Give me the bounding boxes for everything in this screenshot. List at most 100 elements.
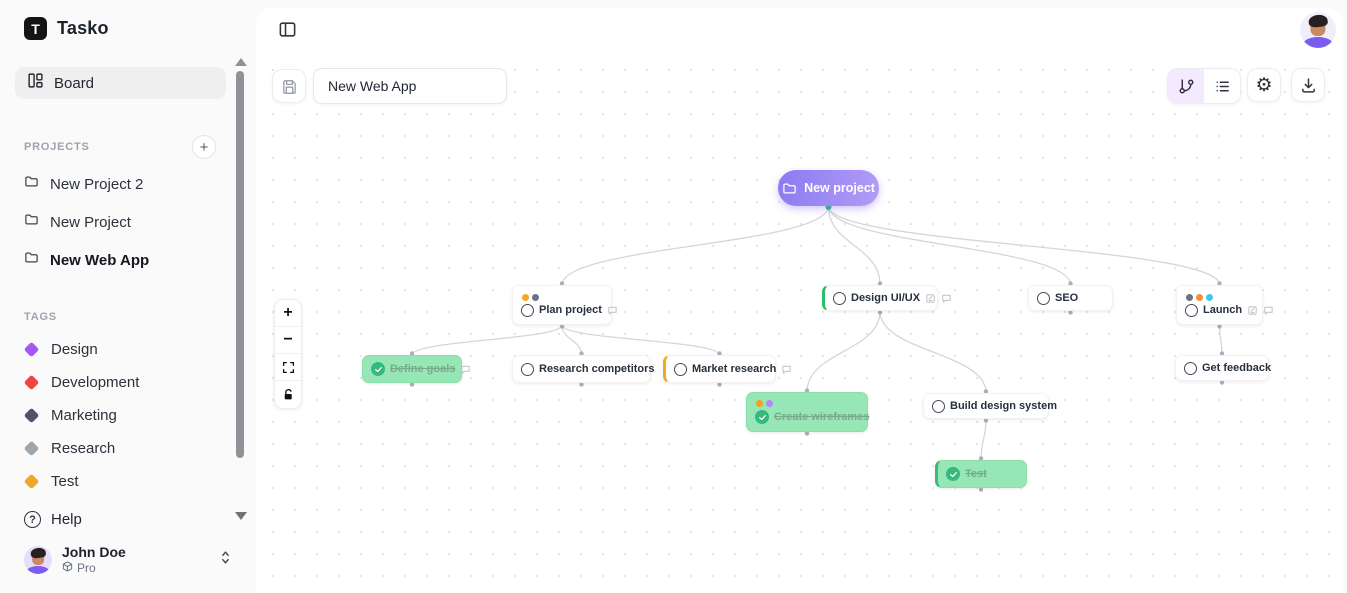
comment-icon[interactable] [460,364,471,375]
scroll-up-arrow[interactable] [235,58,247,66]
tag-dot [766,400,773,407]
node-checkbox[interactable] [1037,291,1050,305]
sidebar-item-board[interactable]: Board [15,67,226,99]
download-button[interactable] [1291,68,1325,102]
flow-node-design[interactable]: Design UI/UX [822,285,951,311]
node-checkbox[interactable] [674,362,687,376]
sidebar-item-tag[interactable]: Development [0,366,256,399]
board-label: Board [54,74,95,92]
comment-icon[interactable] [781,364,792,375]
topbar-avatar[interactable] [1300,11,1336,48]
scroll-thumb[interactable] [236,71,244,458]
zoom-out-button[interactable]: − [275,327,301,354]
zoom-in-button[interactable]: + [275,300,301,327]
node-tag-dots [755,400,859,407]
sidebar-item-help[interactable]: ? Help [24,511,256,528]
node-checkbox[interactable] [833,291,846,305]
add-project-button[interactable]: + [192,135,216,159]
tag-color-diamond [23,440,40,457]
flow-node-launch[interactable]: Launch [1176,285,1273,325]
comment-icon[interactable] [941,293,952,304]
node-label: Define goals [390,363,456,375]
flow-edge [827,205,1221,286]
projects-section-title: PROJECTS [24,141,90,153]
user-name: John Doe [62,544,126,560]
checked-circle-icon[interactable] [946,467,960,481]
sidebar-item-project[interactable]: New Web App [0,241,256,279]
sidebar-item-tag[interactable]: Marketing [0,399,256,432]
flow-node-seo[interactable]: SEO [1028,285,1113,311]
comment-icon[interactable] [607,305,618,316]
flow-node-market[interactable]: Market research [663,355,792,383]
tag-color-diamond [23,374,40,391]
sidebar-toggle-button[interactable] [273,16,301,44]
node-checkbox[interactable] [521,303,534,317]
settings-button[interactable]: ⚙︎ [1247,68,1281,102]
flow-node-goals[interactable]: Define goals [362,355,471,383]
note-icon[interactable] [925,293,936,304]
node-row: Research competitors [521,362,655,376]
node-row: Test [946,467,1018,481]
checked-circle-icon[interactable] [755,410,769,424]
node-checkbox[interactable] [521,362,534,376]
node-tag-dots [1185,293,1254,301]
tag-dot [756,400,763,407]
node-label: New project [804,181,875,195]
zoom-controls: + − [274,299,302,409]
lock-button[interactable] [275,381,301,408]
list-view-button[interactable] [1204,69,1240,103]
node-checkbox[interactable] [932,399,945,413]
tag-dot [532,293,539,301]
fit-view-button[interactable] [275,354,301,381]
node-label: Market research [692,363,777,375]
tags-section-head: TAGS [24,311,216,323]
flow-node-buildsys[interactable]: Build design system [923,393,1057,419]
node-row: Market research [674,362,792,376]
topbar [256,8,1343,51]
node-checkbox[interactable] [1185,303,1198,317]
tag-label: Marketing [51,407,117,424]
sidebar-item-tag[interactable]: Research [0,432,256,465]
sidebar-item-project[interactable]: New Project 2 [0,165,256,203]
folder-icon [24,212,39,232]
checked-circle-icon[interactable] [371,362,385,376]
node-label: Build design system [950,400,1057,412]
comment-icon[interactable] [1263,305,1274,316]
flow-node-plan[interactable]: Plan project [512,285,617,325]
save-button[interactable] [272,69,306,103]
project-name-input[interactable] [313,68,507,104]
sidebar-item-tag[interactable]: Design [0,333,256,366]
scroll-down-arrow[interactable] [235,512,247,520]
tree-view-button[interactable] [1168,69,1204,103]
note-icon[interactable] [1247,305,1258,316]
node-tag-dots [521,293,603,301]
node-row: Launch [1185,303,1273,317]
node-row: Plan project [521,303,617,317]
project-label: New Project [50,213,131,231]
sidebar-item-tag[interactable]: Test [0,465,256,498]
sidebar-scrollbar [233,0,247,593]
tag-dot [522,293,529,301]
user-plan: Pro [62,561,209,575]
settings-icon: ⚙︎ [1255,74,1273,96]
node-label: Plan project [539,304,602,316]
node-label: Design UI/UX [851,292,921,304]
flow-node-research[interactable]: Research competitors [512,355,655,383]
tag-dot [1196,293,1203,301]
flow-node-root[interactable]: New project [778,170,879,206]
project-label: New Project 2 [50,175,144,193]
node-row: Get feedback [1184,361,1271,375]
user-menu[interactable]: John Doe Pro [24,544,232,575]
node-row: Design UI/UX [833,291,951,305]
tag-label: Design [51,341,98,358]
node-checkbox[interactable] [1184,361,1197,375]
node-row: Define goals [371,362,471,376]
flow-node-feedback[interactable]: Get feedback [1175,355,1271,381]
sidebar-item-project[interactable]: New Project [0,203,256,241]
user-menu-chevrons-icon[interactable] [219,550,232,570]
flow-node-wireframes[interactable]: Create wireframes [746,392,869,432]
projects-list: New Project 2 New Project New Web App [0,165,256,279]
flow-node-test[interactable]: Test [935,460,1027,488]
